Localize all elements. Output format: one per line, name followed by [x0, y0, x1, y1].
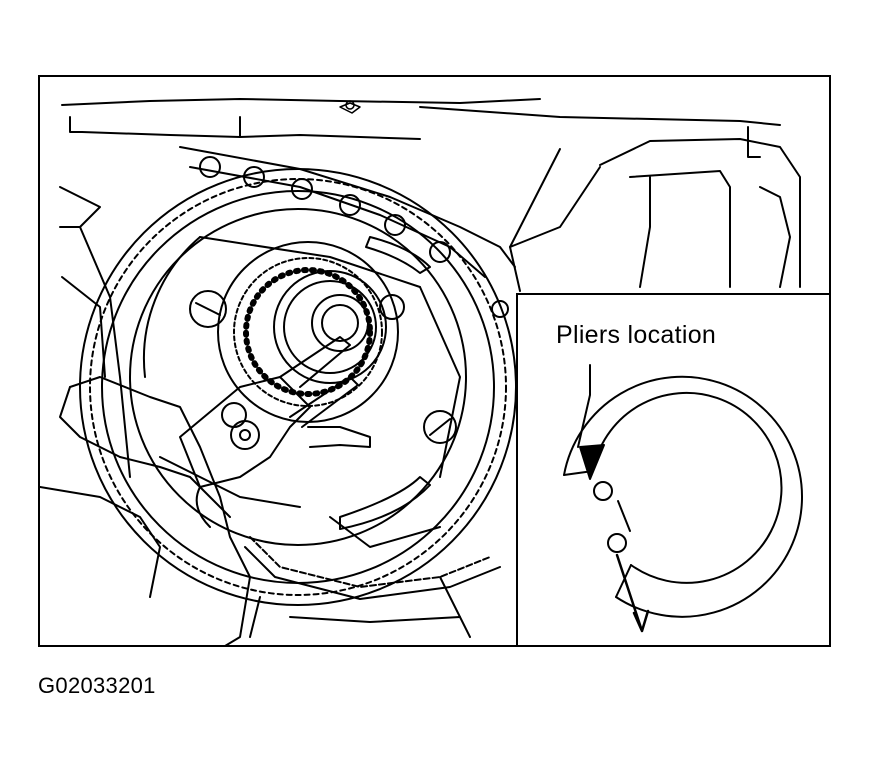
arrow-down-icon — [615, 553, 650, 633]
transaxle-illustration — [40, 98, 801, 645]
snap-ring-diagram — [563, 364, 803, 633]
snap-ring-hole-upper — [593, 481, 613, 501]
snap-ring-inner — [592, 391, 783, 584]
leader-line-icon — [577, 364, 591, 448]
illustration-frame: Pliers location — [38, 75, 831, 647]
figure-code: G02033201 — [38, 673, 156, 698]
arrow-up-icon — [579, 444, 605, 480]
pliers-location-label: Pliers location — [556, 321, 717, 349]
snap-ring-outer — [563, 375, 803, 618]
snap-ring-hole-lower — [607, 533, 627, 553]
pliers-location-inset: Pliers location — [516, 293, 829, 645]
